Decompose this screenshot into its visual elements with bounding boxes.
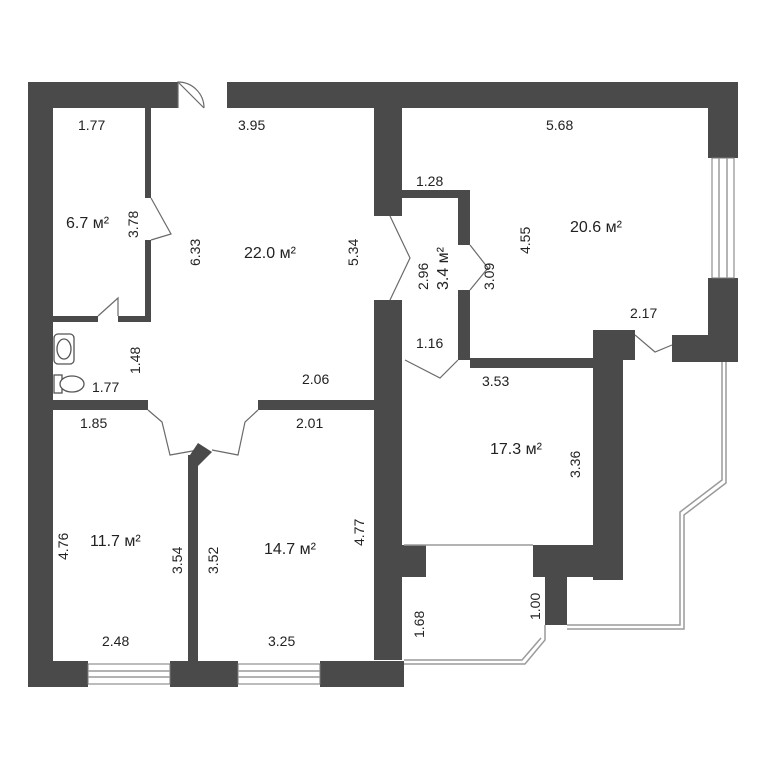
dim-label: 1.16 <box>416 335 443 351</box>
windows <box>87 157 735 685</box>
area-kitchen: 17.3 м² <box>490 441 543 458</box>
dim-label: 3.54 <box>169 547 185 574</box>
doors <box>97 81 673 466</box>
area-room-s: 14.7 м² <box>264 541 317 558</box>
dim-label: 3.09 <box>481 263 497 290</box>
window-south-left <box>87 663 171 685</box>
dim-label: 1.48 <box>127 347 143 374</box>
dim-label: 2.96 <box>415 263 431 290</box>
area-room-ne: 20.6 м² <box>570 219 623 236</box>
window-south-right <box>237 663 321 685</box>
dim-label: 4.76 <box>55 533 71 560</box>
area-bath: 6.7 м² <box>66 215 110 232</box>
dim-label: 3.25 <box>268 633 295 649</box>
dim-label: 2.01 <box>296 415 323 431</box>
area-hall-small: 3.4 м² <box>435 246 452 290</box>
dim-label: 3.95 <box>238 117 265 133</box>
dim-label: 1.00 <box>527 593 543 620</box>
dim-label: 1.77 <box>92 379 119 395</box>
dim-label: 3.52 <box>205 547 221 574</box>
window-east <box>711 157 735 279</box>
dim-label: 5.68 <box>546 117 573 133</box>
balconies <box>404 362 727 665</box>
area-living: 22.0 м² <box>244 245 297 262</box>
dim-label: 2.06 <box>302 371 329 387</box>
dim-label: 3.78 <box>125 211 141 238</box>
dim-label: 1.28 <box>416 173 443 189</box>
dim-label: 3.36 <box>567 451 583 478</box>
dim-label: 1.68 <box>411 611 427 638</box>
area-labels: 6.7 м² 22.0 м² 3.4 м² 20.6 м² 11.7 м² 14… <box>66 215 623 558</box>
dim-label: 1.85 <box>80 415 107 431</box>
walls <box>28 82 738 687</box>
dim-label: 3.53 <box>482 373 509 389</box>
area-room-sw: 11.7 м² <box>90 533 141 550</box>
dim-label: 1.77 <box>78 117 105 133</box>
bathroom-fixtures <box>53 333 85 394</box>
dim-label: 4.77 <box>351 519 367 546</box>
dim-label: 2.48 <box>102 633 129 649</box>
dim-label: 6.33 <box>187 239 203 266</box>
dim-label: 5.34 <box>345 239 361 266</box>
dim-label: 4.55 <box>517 227 533 254</box>
dim-label: 2.17 <box>630 305 657 321</box>
dimension-labels: 1.77 3.95 5.68 3.78 6.33 5.34 1.28 2.96 … <box>55 117 657 649</box>
